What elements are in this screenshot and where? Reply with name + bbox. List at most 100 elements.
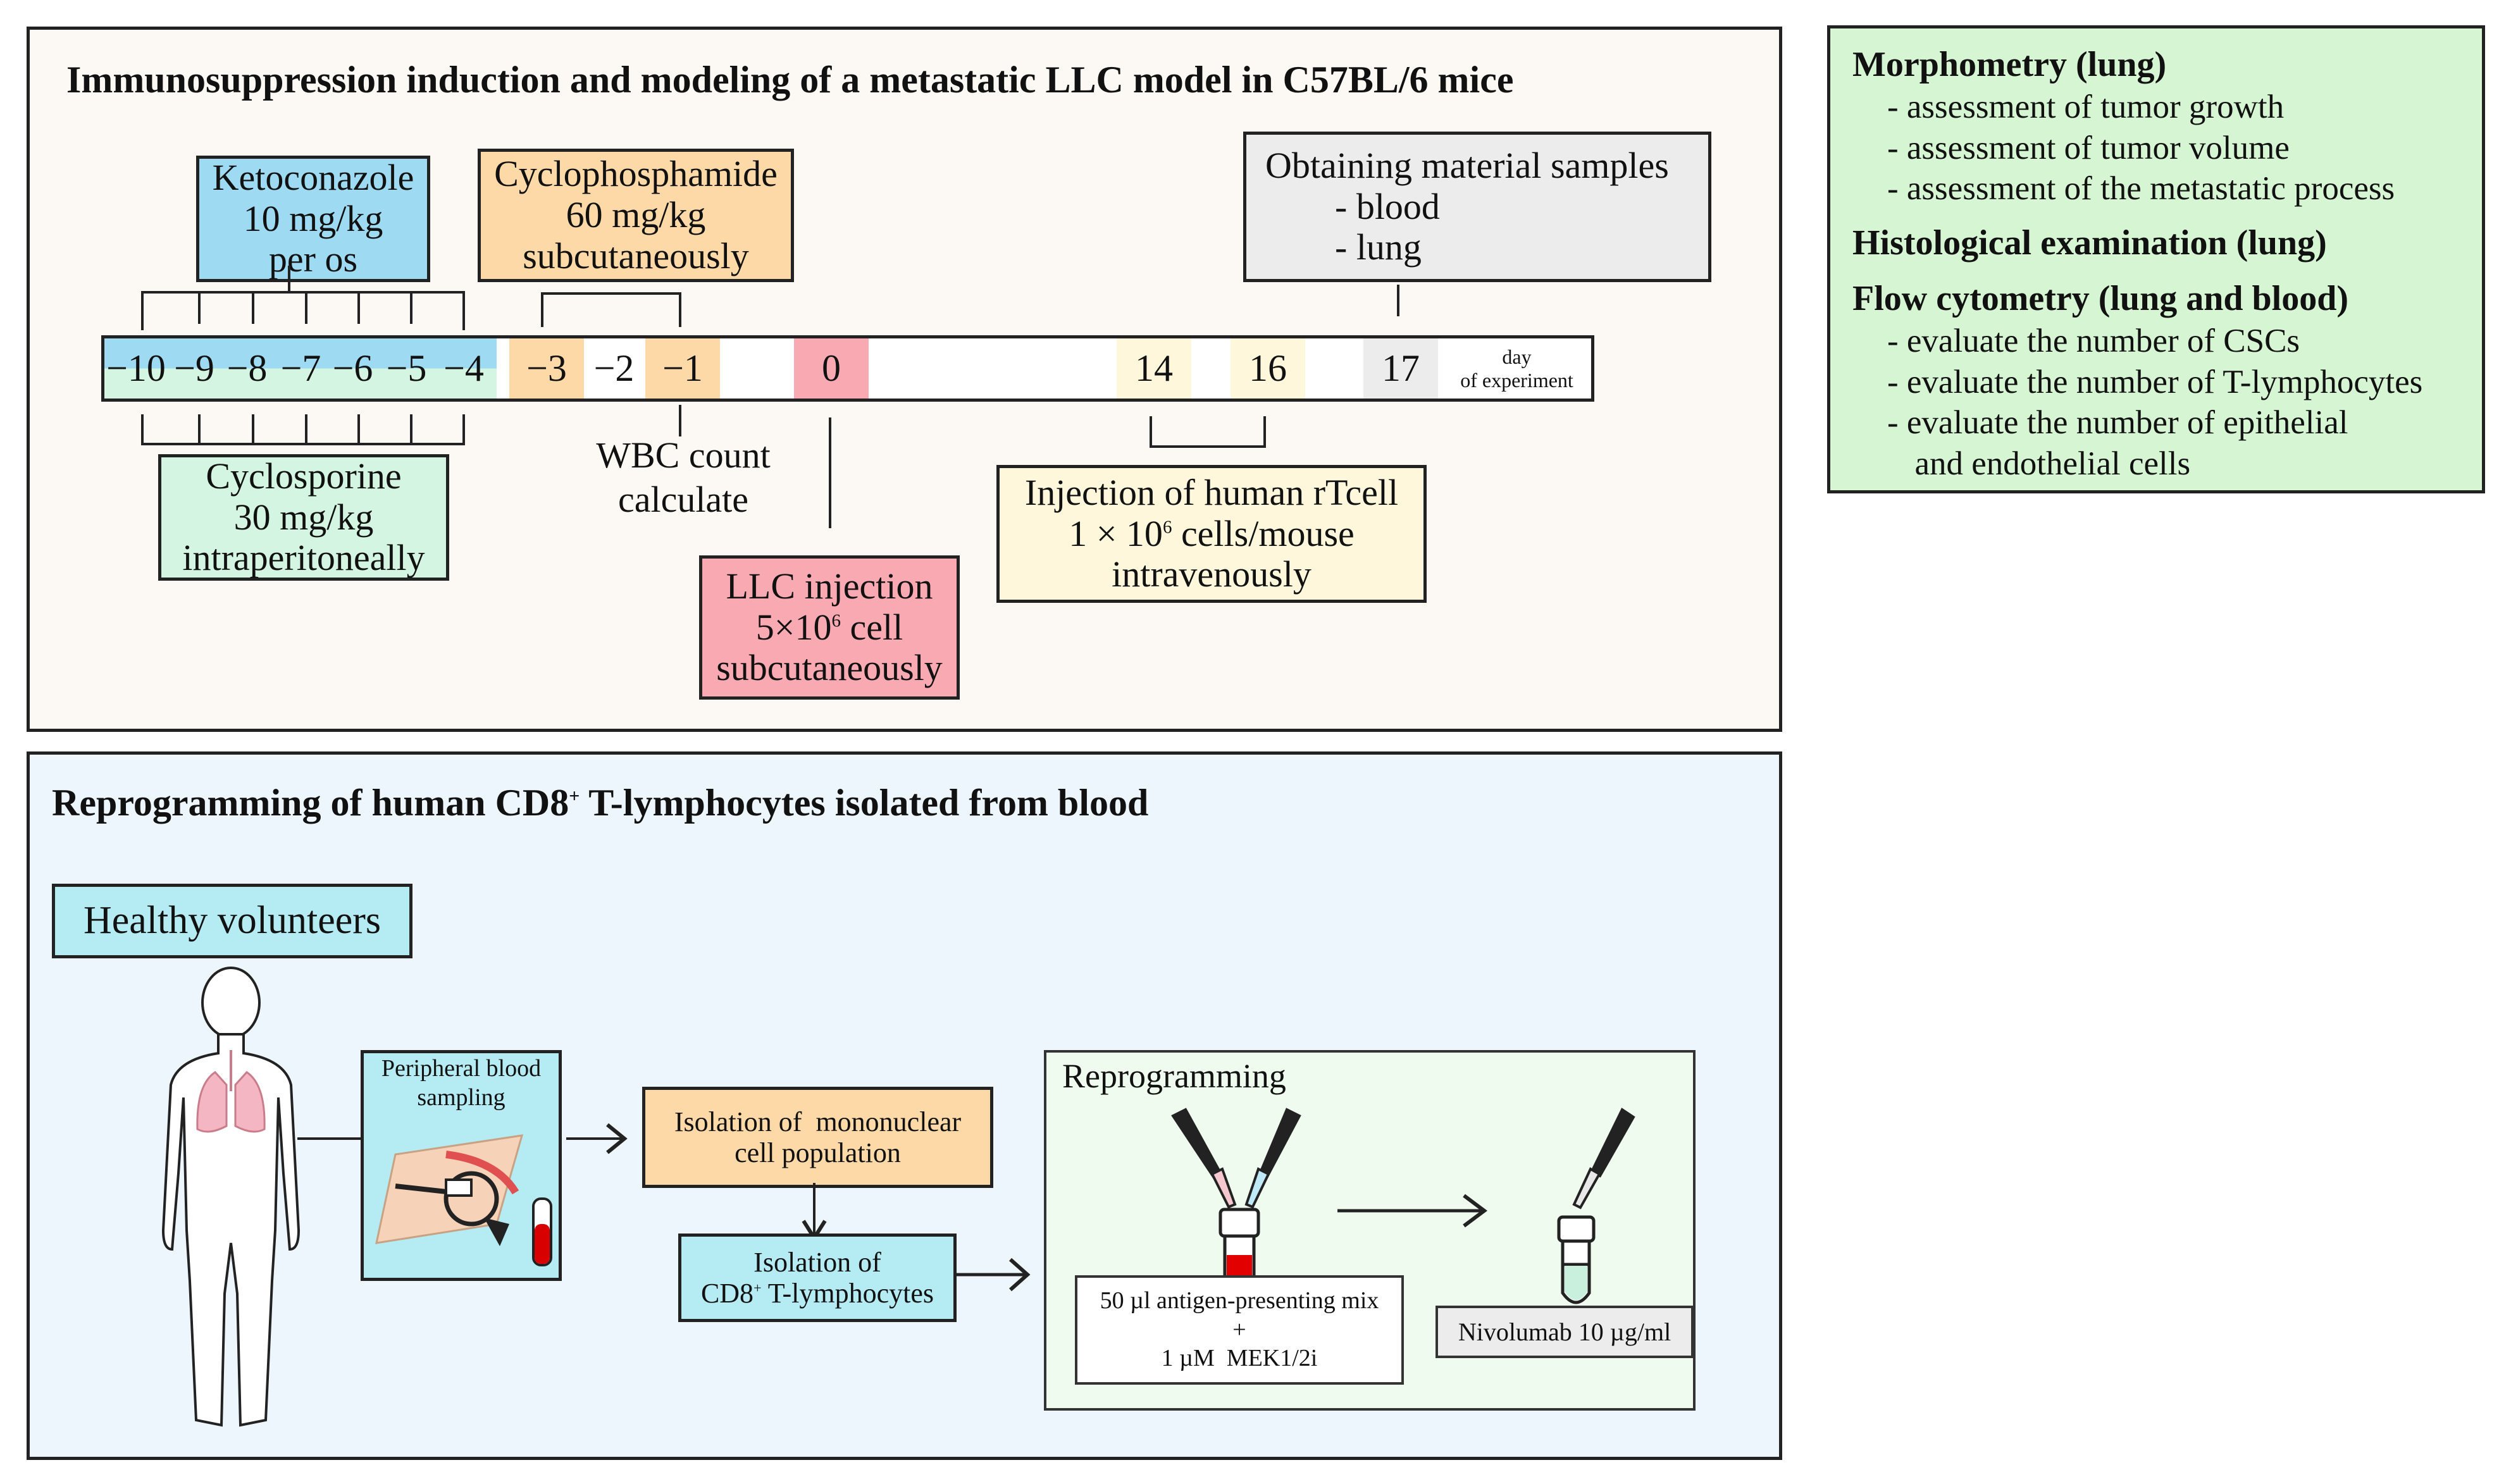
reprogramming-panel: Reprogramming 50 µl antigen-presenting m… xyxy=(1044,1050,1696,1411)
samples-connector xyxy=(1397,285,1399,316)
rtcell-title: Injection of human rTcell xyxy=(1024,471,1399,513)
bracket-tick xyxy=(410,291,412,324)
timeline-unit-day: day xyxy=(1502,345,1532,368)
bottom-title-pre: Reprogramming of human CD8 xyxy=(52,782,569,824)
ketoconazole-box: Ketoconazole 10 mg/kg per os xyxy=(196,156,430,282)
antigen-mix-box: 50 µl antigen-presenting mix + 1 µM MEK1… xyxy=(1075,1275,1404,1385)
timeline-day-minus9: −9 xyxy=(174,347,214,389)
mix-line1: 50 µl antigen-presenting mix xyxy=(1100,1287,1379,1314)
rtcell-dose-exp: 6 xyxy=(1162,517,1172,538)
top-panel-title: Immunosuppression induction and modeling… xyxy=(66,59,1514,101)
cyclophosphamide-box: Cyclophosphamide 60 mg/kg subcutaneously xyxy=(478,149,794,282)
cyclosporine-name: Cyclosporine xyxy=(206,455,402,497)
mononuclear-line1: Isolation of mononuclear xyxy=(674,1106,962,1137)
timeline-day-0: 0 xyxy=(794,338,869,399)
samples-title: Obtaining material samples xyxy=(1265,144,1669,186)
histology-heading: Histological examination (lung) xyxy=(1852,223,2327,263)
timeline-day-minus8: −8 xyxy=(226,347,268,389)
rtcell-route: intravenously xyxy=(1112,553,1312,595)
cd8-line2-pre: CD8 xyxy=(700,1278,754,1309)
rtcell-dose: 1 × 106 cells/mouse xyxy=(1069,512,1355,555)
bracket-tick xyxy=(679,292,681,327)
rtcell-dose-base: 1 × 10 xyxy=(1069,512,1163,554)
cd8-isolation-box: Isolation of CD8+ T-lymphocytes xyxy=(678,1234,957,1322)
timeline-ketoconazole-range xyxy=(104,338,497,399)
cd8-line2-sup: + xyxy=(753,1280,762,1296)
blood-sampling-label: Peripheral blood sampling xyxy=(364,1054,559,1112)
timeline-day-minus5: −5 xyxy=(386,347,427,389)
arrow-icon xyxy=(566,1123,628,1154)
arrow-icon xyxy=(957,1258,1031,1292)
bottom-title-post: T-lymphocytes isolated from blood xyxy=(580,782,1149,824)
cyclophosphamide-bracket xyxy=(541,292,680,295)
bracket-tick xyxy=(198,414,201,445)
timeline-unit-label: day of experiment xyxy=(1442,338,1591,399)
rtcell-injection-box: Injection of human rTcell 1 × 106 cells/… xyxy=(996,465,1427,603)
blood-sampling-line2: sampling xyxy=(417,1084,505,1111)
cd8-line2: CD8+ T-lymphocytes xyxy=(701,1278,934,1309)
morphometry-item: - assessment of the metastatic process xyxy=(1887,170,2395,207)
rtcell-bracket-tick xyxy=(1150,416,1152,448)
rtcell-bracket-tick xyxy=(1263,416,1266,448)
bottom-panel-title: Reprogramming of human CD8+ T-lymphocyte… xyxy=(52,781,1148,825)
rtcell-dose-unit: cells/mouse xyxy=(1172,512,1355,554)
nivolumab-label: Nivolumab 10 µg/ml xyxy=(1458,1318,1671,1346)
timeline-day-minus2: −2 xyxy=(593,347,635,389)
cyclophosphamide-route: subcutaneously xyxy=(523,235,749,276)
lungs-icon xyxy=(196,1071,266,1133)
flow-cytometry-item: - evaluate the number of epithelial xyxy=(1887,404,2348,442)
ketoconazole-name: Ketoconazole xyxy=(212,156,414,198)
bracket-tick xyxy=(357,414,360,445)
samples-lung: - lung xyxy=(1335,226,1422,268)
bracket-tick xyxy=(357,291,360,324)
llc-title: LLC injection xyxy=(726,565,933,607)
blood-sampling-line1: Peripheral blood xyxy=(381,1055,542,1082)
samples-box: Obtaining material samples - blood - lun… xyxy=(1243,132,1711,282)
flow-cytometry-item: - evaluate the number of T-lymphocytes xyxy=(1887,363,2423,400)
samples-blood: - blood xyxy=(1335,185,1440,227)
cyclosporine-dose: 30 mg/kg xyxy=(233,496,374,538)
bracket-tick xyxy=(252,414,254,445)
mononuclear-isolation-box: Isolation of mononuclear cell population xyxy=(642,1087,993,1188)
reprogramming-title: Reprogramming xyxy=(1062,1057,1286,1095)
timeline-day-minus7: −7 xyxy=(280,347,321,389)
bracket-tick xyxy=(198,291,201,324)
timeline-day-minus4: −4 xyxy=(443,347,484,389)
bracket-tick xyxy=(462,291,465,330)
timeline-day-minus1: −1 xyxy=(645,338,720,399)
llc-dose-base: 5×10 xyxy=(755,606,832,648)
flow-cytometry-heading: Flow cytometry (lung and blood) xyxy=(1852,278,2348,318)
cyclophosphamide-dose: 60 mg/kg xyxy=(566,194,706,236)
llc-dose: 5×106 cell xyxy=(756,607,903,648)
cyclophosphamide-name: Cyclophosphamide xyxy=(494,153,778,195)
arrow-icon xyxy=(1337,1194,1487,1228)
ketoconazole-dose: 10 mg/kg xyxy=(243,197,383,239)
flow-cytometry-item: and endothelial cells xyxy=(1898,445,2191,482)
llc-injection-box: LLC injection 5×106 cell subcutaneously xyxy=(699,555,960,700)
llc-dose-unit: cell xyxy=(841,606,903,648)
timeline-bar: −10 −9 −8 −7 −6 −5 −4 −3 −2 −1 0 14 16 1… xyxy=(101,335,1594,402)
human-figure-icon xyxy=(161,967,301,1427)
cd8-line2-post: T-lymphocytes xyxy=(761,1278,934,1309)
morphometry-item: - assessment of tumor volume xyxy=(1887,129,2290,166)
wbc-label: WBC count calculate xyxy=(557,433,810,521)
nivolumab-box: Nivolumab 10 µg/ml xyxy=(1436,1306,1694,1358)
pipette-tube-green-icon xyxy=(1557,1108,1635,1304)
cd8-line1: Isolation of xyxy=(753,1246,881,1278)
mix-line2: + xyxy=(1232,1316,1246,1343)
wbc-connector xyxy=(679,405,681,436)
cyclosporine-box: Cyclosporine 30 mg/kg intraperitoneally xyxy=(158,454,449,581)
timeline-day-16: 16 xyxy=(1231,338,1305,399)
timeline-day-minus10: −10 xyxy=(106,347,166,389)
llc-dose-exp: 6 xyxy=(831,610,841,631)
llc-route: subcutaneously xyxy=(716,647,943,689)
bracket-tick xyxy=(141,414,144,445)
cyclosporine-route: intraperitoneally xyxy=(182,537,425,579)
bottom-title-sup: + xyxy=(569,786,580,807)
llc-connector xyxy=(829,417,831,528)
morphometry-item: - assessment of tumor growth xyxy=(1887,89,2285,125)
cyclosporine-bracket xyxy=(141,443,465,445)
bracket-tick xyxy=(305,291,307,324)
timeline-day-17: 17 xyxy=(1363,338,1438,399)
timeline-unit-experiment: of experiment xyxy=(1460,368,1573,392)
